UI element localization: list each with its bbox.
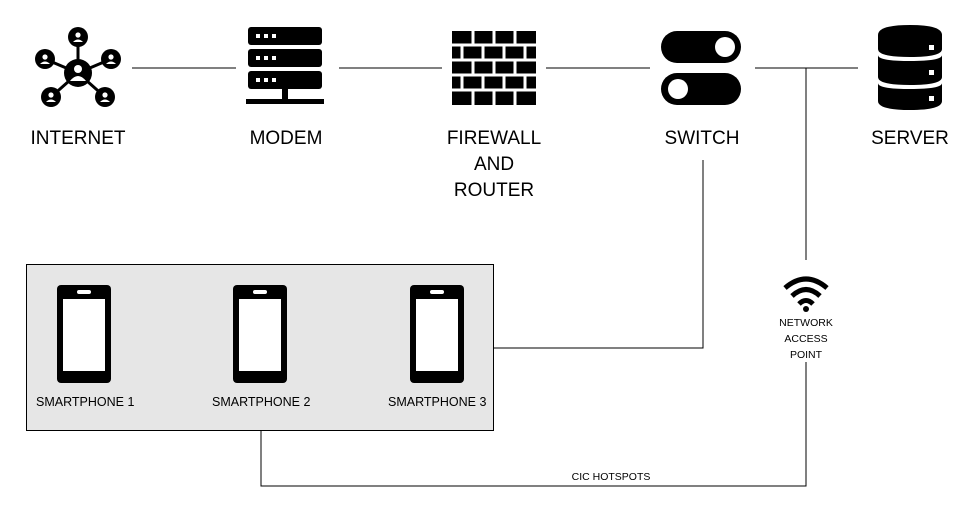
database-server-icon bbox=[878, 25, 942, 110]
network-hub-icon bbox=[35, 27, 121, 107]
access-point-label: NETWORK ACCESS POINT bbox=[766, 315, 846, 363]
hotspot-label: CIC HOTSPOTS bbox=[571, 471, 651, 483]
access-point-label-line2: ACCESS bbox=[784, 333, 828, 345]
server-label: SERVER bbox=[871, 128, 949, 149]
firewall-brick-wall-icon bbox=[452, 31, 536, 105]
link-hotspot bbox=[260, 362, 807, 487]
firewall-label-line1: FIREWALL bbox=[446, 128, 542, 149]
modem-server-rack-icon bbox=[246, 27, 324, 104]
smartphone-icon bbox=[57, 285, 111, 383]
smartphone-3-label: SMARTPHONE 3 bbox=[388, 395, 487, 409]
firewall-label-line3: ROUTER bbox=[453, 180, 535, 201]
smartphone-icon bbox=[410, 285, 464, 383]
firewall-label-line2: AND bbox=[473, 154, 515, 175]
switch-label: SWITCH bbox=[664, 128, 740, 149]
link-switch-smartphones bbox=[494, 160, 704, 349]
smartphone-2-label: SMARTPHONE 2 bbox=[212, 395, 311, 409]
smartphone-icon bbox=[233, 285, 287, 383]
modem-label: MODEM bbox=[249, 128, 323, 149]
wifi-icon bbox=[783, 276, 829, 312]
smartphone-1-label: SMARTPHONE 1 bbox=[36, 395, 135, 409]
internet-label: INTERNET bbox=[30, 128, 126, 149]
access-point-label-line3: POINT bbox=[789, 349, 823, 361]
switch-toggle-icon bbox=[661, 31, 741, 105]
access-point-label-line1: NETWORK bbox=[779, 317, 833, 329]
firewall-label: FIREWALL AND ROUTER bbox=[444, 126, 544, 204]
